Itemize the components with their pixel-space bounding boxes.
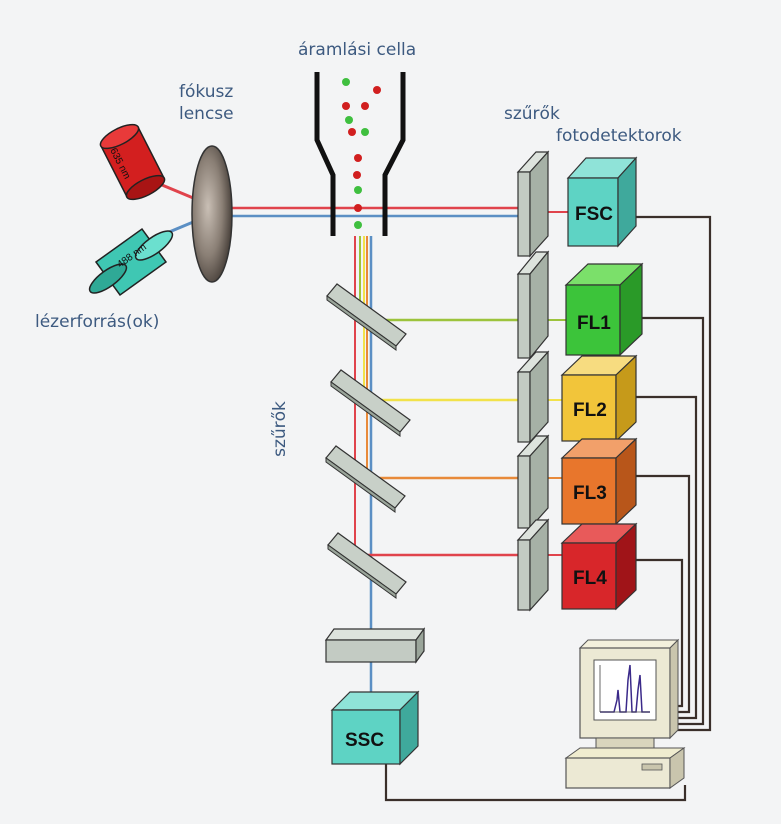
laser-source-label: lézerforrás(ok): [35, 312, 160, 332]
dichroic-mirror-1: [326, 283, 407, 351]
dichroic-mirror-2: [330, 369, 411, 437]
filter-fl4: [516, 518, 550, 612]
filters-top-label: szűrők: [504, 104, 560, 124]
computer-icon: [564, 638, 686, 789]
laser-488-icon: [88, 227, 174, 297]
dichroic-mirror-3: [325, 445, 406, 513]
cell-particles: [342, 78, 381, 229]
ssc-filter: [324, 627, 426, 664]
dichroic-mirror-4: [327, 532, 407, 599]
flow-cell-icon: [314, 72, 406, 236]
fl1-label: FL1: [577, 313, 611, 334]
fsc-detector: FSC: [566, 156, 638, 248]
fl2-detector: FL2: [560, 354, 638, 443]
filter-fl2: [516, 350, 550, 444]
fl3-detector: FL3: [560, 437, 638, 526]
flow-cell-label: áramlási cella: [298, 40, 417, 60]
ssc-label: SSC: [345, 730, 384, 751]
filters-side-label: szűrők: [269, 401, 290, 457]
fl4-label: FL4: [573, 568, 607, 589]
laser-635-icon: [99, 123, 166, 201]
filter-fl1: [516, 250, 550, 360]
histogram-screen: [599, 664, 650, 713]
focus-lens-label-line2: lencse: [179, 104, 234, 124]
fsc-label: FSC: [575, 204, 613, 225]
fl2-label: FL2: [573, 400, 607, 421]
focus-lens-label-line1: fókusz: [179, 82, 234, 102]
focus-lens-icon: [191, 145, 233, 283]
fl4-detector: FL4: [560, 522, 638, 611]
photodetectors-label: fotodetektorok: [556, 126, 682, 146]
filter-fsc: [516, 150, 550, 258]
filter-fl3: [516, 434, 550, 530]
fl1-detector: FL1: [564, 262, 644, 357]
signal-cables: [384, 215, 712, 802]
fl3-label: FL3: [573, 483, 607, 504]
ssc-detector: SSC: [330, 690, 420, 766]
